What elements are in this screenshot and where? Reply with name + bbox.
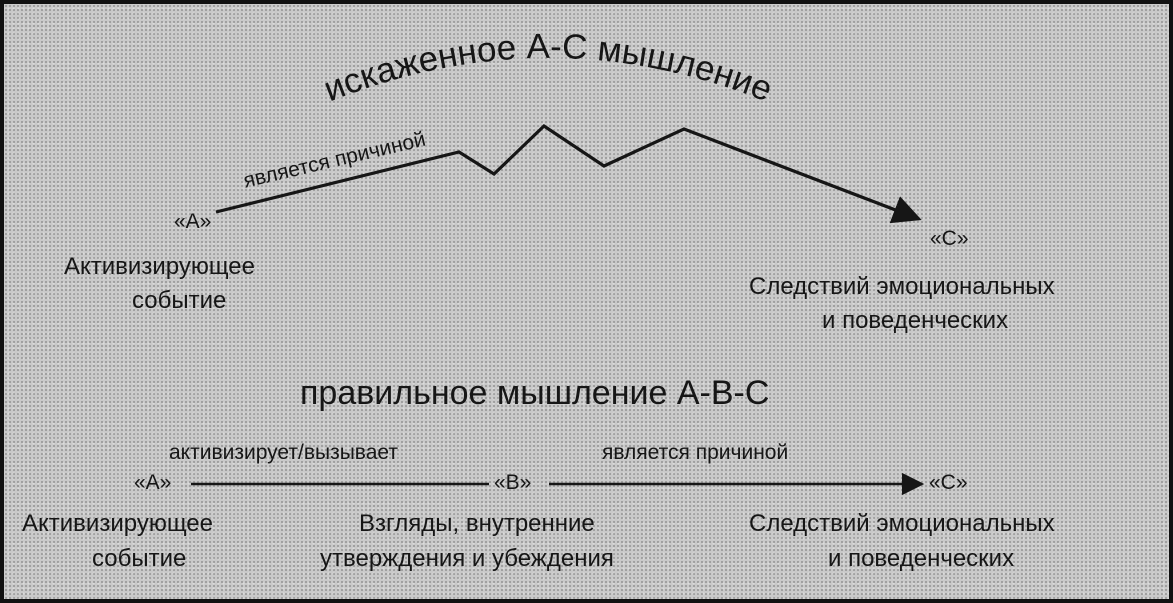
correct-title: правильное мышление А-В-С bbox=[300, 374, 770, 412]
correct-node-b-line2: утверждения и убеждения bbox=[320, 545, 614, 572]
correct-edge2-label: является причиной bbox=[602, 441, 789, 464]
correct-node-c-line2: и поведенческих bbox=[828, 545, 1015, 572]
distorted-node-c-line1: Следствий эмоциональных bbox=[749, 273, 1055, 300]
correct-node-b-line1: Взгляды, внутренние bbox=[359, 510, 595, 537]
distorted-node-c-tag: «С» bbox=[930, 227, 969, 250]
distorted-title: искаженное А-С мышление bbox=[318, 27, 777, 109]
correct-node-a-tag: «А» bbox=[134, 471, 172, 494]
distorted-node-a-tag: «А» bbox=[174, 210, 212, 233]
distorted-arrow bbox=[215, 123, 922, 224]
correct-node-c-line1: Следствий эмоциональных bbox=[749, 510, 1055, 537]
distorted-node-a-line1: Активизирующее bbox=[64, 253, 255, 280]
distorted-node-a-line2: событие bbox=[132, 287, 227, 314]
correct-node-b-tag: «В» bbox=[494, 471, 532, 494]
correct-node-a-line1: Активизирующее bbox=[22, 510, 213, 537]
correct-node-c-tag: «С» bbox=[929, 471, 968, 494]
correct-node-a-line2: событие bbox=[92, 545, 187, 572]
distorted-node-c-line2: и поведенческих bbox=[822, 307, 1009, 334]
correct-edge1-label: активизирует/вызывает bbox=[169, 441, 399, 464]
diagram-lines: искаженное А-С мышление является причино… bbox=[191, 27, 925, 496]
